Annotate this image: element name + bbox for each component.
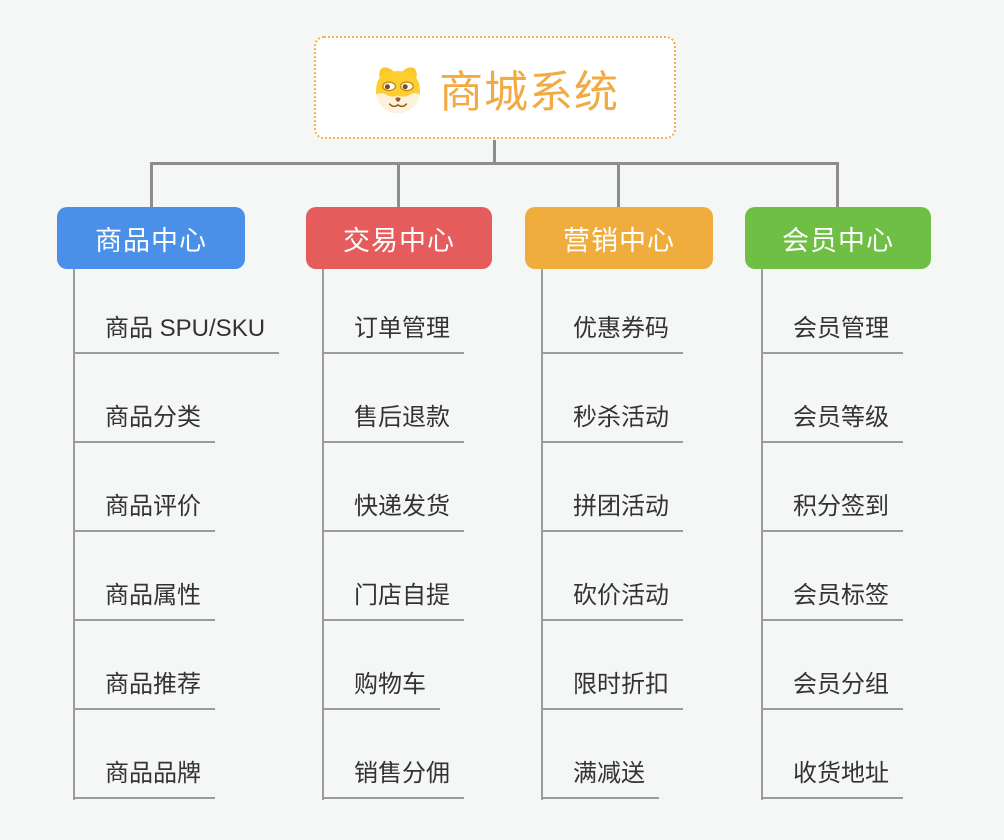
- branch-node-marketing-center[interactable]: 营销中心: [525, 207, 713, 269]
- branch-leaves-product-center: 商品 SPU/SKU 商品分类 商品评价 商品属性 商品推荐 商品品牌: [57, 269, 280, 800]
- leaf-row: 积分签到: [745, 443, 931, 532]
- doge-face-icon: [376, 66, 420, 113]
- leaf-node-member-group[interactable]: 会员分组: [761, 664, 903, 710]
- leaf-row: 商品 SPU/SKU: [57, 269, 280, 354]
- leaf-node-product-review[interactable]: 商品评价: [73, 486, 215, 532]
- branch-node-product-center[interactable]: 商品中心: [57, 207, 245, 269]
- branch-node-member-center[interactable]: 会员中心: [745, 207, 931, 269]
- leaf-row: 商品品牌: [57, 710, 245, 799]
- connector-stem-member-center: [836, 162, 839, 208]
- leaf-node-full-reduction[interactable]: 满减送: [541, 753, 659, 799]
- leaf-node-order-management[interactable]: 订单管理: [322, 308, 464, 354]
- leaf-node-coupon-code[interactable]: 优惠券码: [541, 308, 683, 354]
- branch-leaves-member-center: 会员管理 会员等级 积分签到 会员标签 会员分组 收货地址: [745, 269, 931, 800]
- connector-stem-marketing-center: [617, 162, 620, 208]
- leaf-node-shipping-address[interactable]: 收货地址: [761, 753, 903, 799]
- leaf-row: 满减送: [525, 710, 713, 799]
- leaf-row: 快递发货: [306, 443, 492, 532]
- leaf-row: 销售分佣: [306, 710, 492, 799]
- leaf-node-product-attribute[interactable]: 商品属性: [73, 575, 215, 621]
- leaf-row: 商品推荐: [57, 621, 245, 710]
- leaf-node-group-buying[interactable]: 拼团活动: [541, 486, 683, 532]
- leaf-node-limited-time-discount[interactable]: 限时折扣: [541, 664, 683, 710]
- leaf-row: 商品评价: [57, 443, 245, 532]
- leaf-node-shopping-cart[interactable]: 购物车: [322, 664, 440, 710]
- leaf-row: 拼团活动: [525, 443, 713, 532]
- leaf-node-store-pickup[interactable]: 门店自提: [322, 575, 464, 621]
- branch-node-trade-center[interactable]: 交易中心: [306, 207, 492, 269]
- root-title: 商城系统: [439, 67, 619, 117]
- branch-leaves-trade-center: 订单管理 售后退款 快递发货 门店自提 购物车 销售分佣: [306, 269, 492, 800]
- leaf-node-express-delivery[interactable]: 快递发货: [322, 486, 464, 532]
- leaf-node-after-sales-refund[interactable]: 售后退款: [322, 397, 464, 443]
- leaf-node-member-level[interactable]: 会员等级: [761, 397, 903, 443]
- leaf-node-bargain-activity[interactable]: 砍价活动: [541, 575, 683, 621]
- leaf-row: 砍价活动: [525, 532, 713, 621]
- leaf-node-member-tag[interactable]: 会员标签: [761, 575, 903, 621]
- leaf-row: 会员管理: [745, 269, 931, 354]
- branch-marketing-center: 营销中心 优惠券码 秒杀活动 拼团活动 砍价活动 限时折扣 满减送: [525, 207, 713, 800]
- leaf-row: 订单管理: [306, 269, 492, 354]
- leaf-node-product-category[interactable]: 商品分类: [73, 397, 215, 443]
- leaf-node-product-spu-sku[interactable]: 商品 SPU/SKU: [73, 308, 280, 354]
- leaf-node-member-management[interactable]: 会员管理: [761, 308, 903, 354]
- leaf-row: 售后退款: [306, 354, 492, 443]
- connector-horizontal-bar: [150, 162, 839, 165]
- connector-stem-trade-center: [397, 162, 400, 208]
- leaf-node-sales-commission[interactable]: 销售分佣: [322, 753, 464, 799]
- branch-product-center: 商品中心 商品 SPU/SKU 商品分类 商品评价 商品属性 商品推荐 商品品牌: [57, 207, 280, 800]
- leaf-row: 收货地址: [745, 710, 931, 799]
- leaf-row: 购物车: [306, 621, 492, 710]
- leaf-node-points-checkin[interactable]: 积分签到: [761, 486, 903, 532]
- branch-member-center: 会员中心 会员管理 会员等级 积分签到 会员标签 会员分组 收货地址: [745, 207, 931, 800]
- leaf-row: 会员标签: [745, 532, 931, 621]
- leaf-row: 优惠券码: [525, 269, 713, 354]
- root-node[interactable]: 商城系统: [314, 36, 676, 139]
- connector-root-stem: [493, 140, 496, 164]
- leaf-node-product-recommend[interactable]: 商品推荐: [73, 664, 215, 710]
- leaf-row: 门店自提: [306, 532, 492, 621]
- branch-leaves-marketing-center: 优惠券码 秒杀活动 拼团活动 砍价活动 限时折扣 满减送: [525, 269, 713, 800]
- leaf-row: 会员等级: [745, 354, 931, 443]
- leaf-node-flash-sale[interactable]: 秒杀活动: [541, 397, 683, 443]
- connector-stem-product-center: [150, 162, 153, 208]
- leaf-row: 限时折扣: [525, 621, 713, 710]
- leaf-row: 秒杀活动: [525, 354, 713, 443]
- leaf-row: 商品属性: [57, 532, 245, 621]
- leaf-row: 会员分组: [745, 621, 931, 710]
- leaf-row: 商品分类: [57, 354, 245, 443]
- branch-trade-center: 交易中心 订单管理 售后退款 快递发货 门店自提 购物车 销售分佣: [306, 207, 492, 800]
- leaf-node-product-brand[interactable]: 商品品牌: [73, 753, 215, 799]
